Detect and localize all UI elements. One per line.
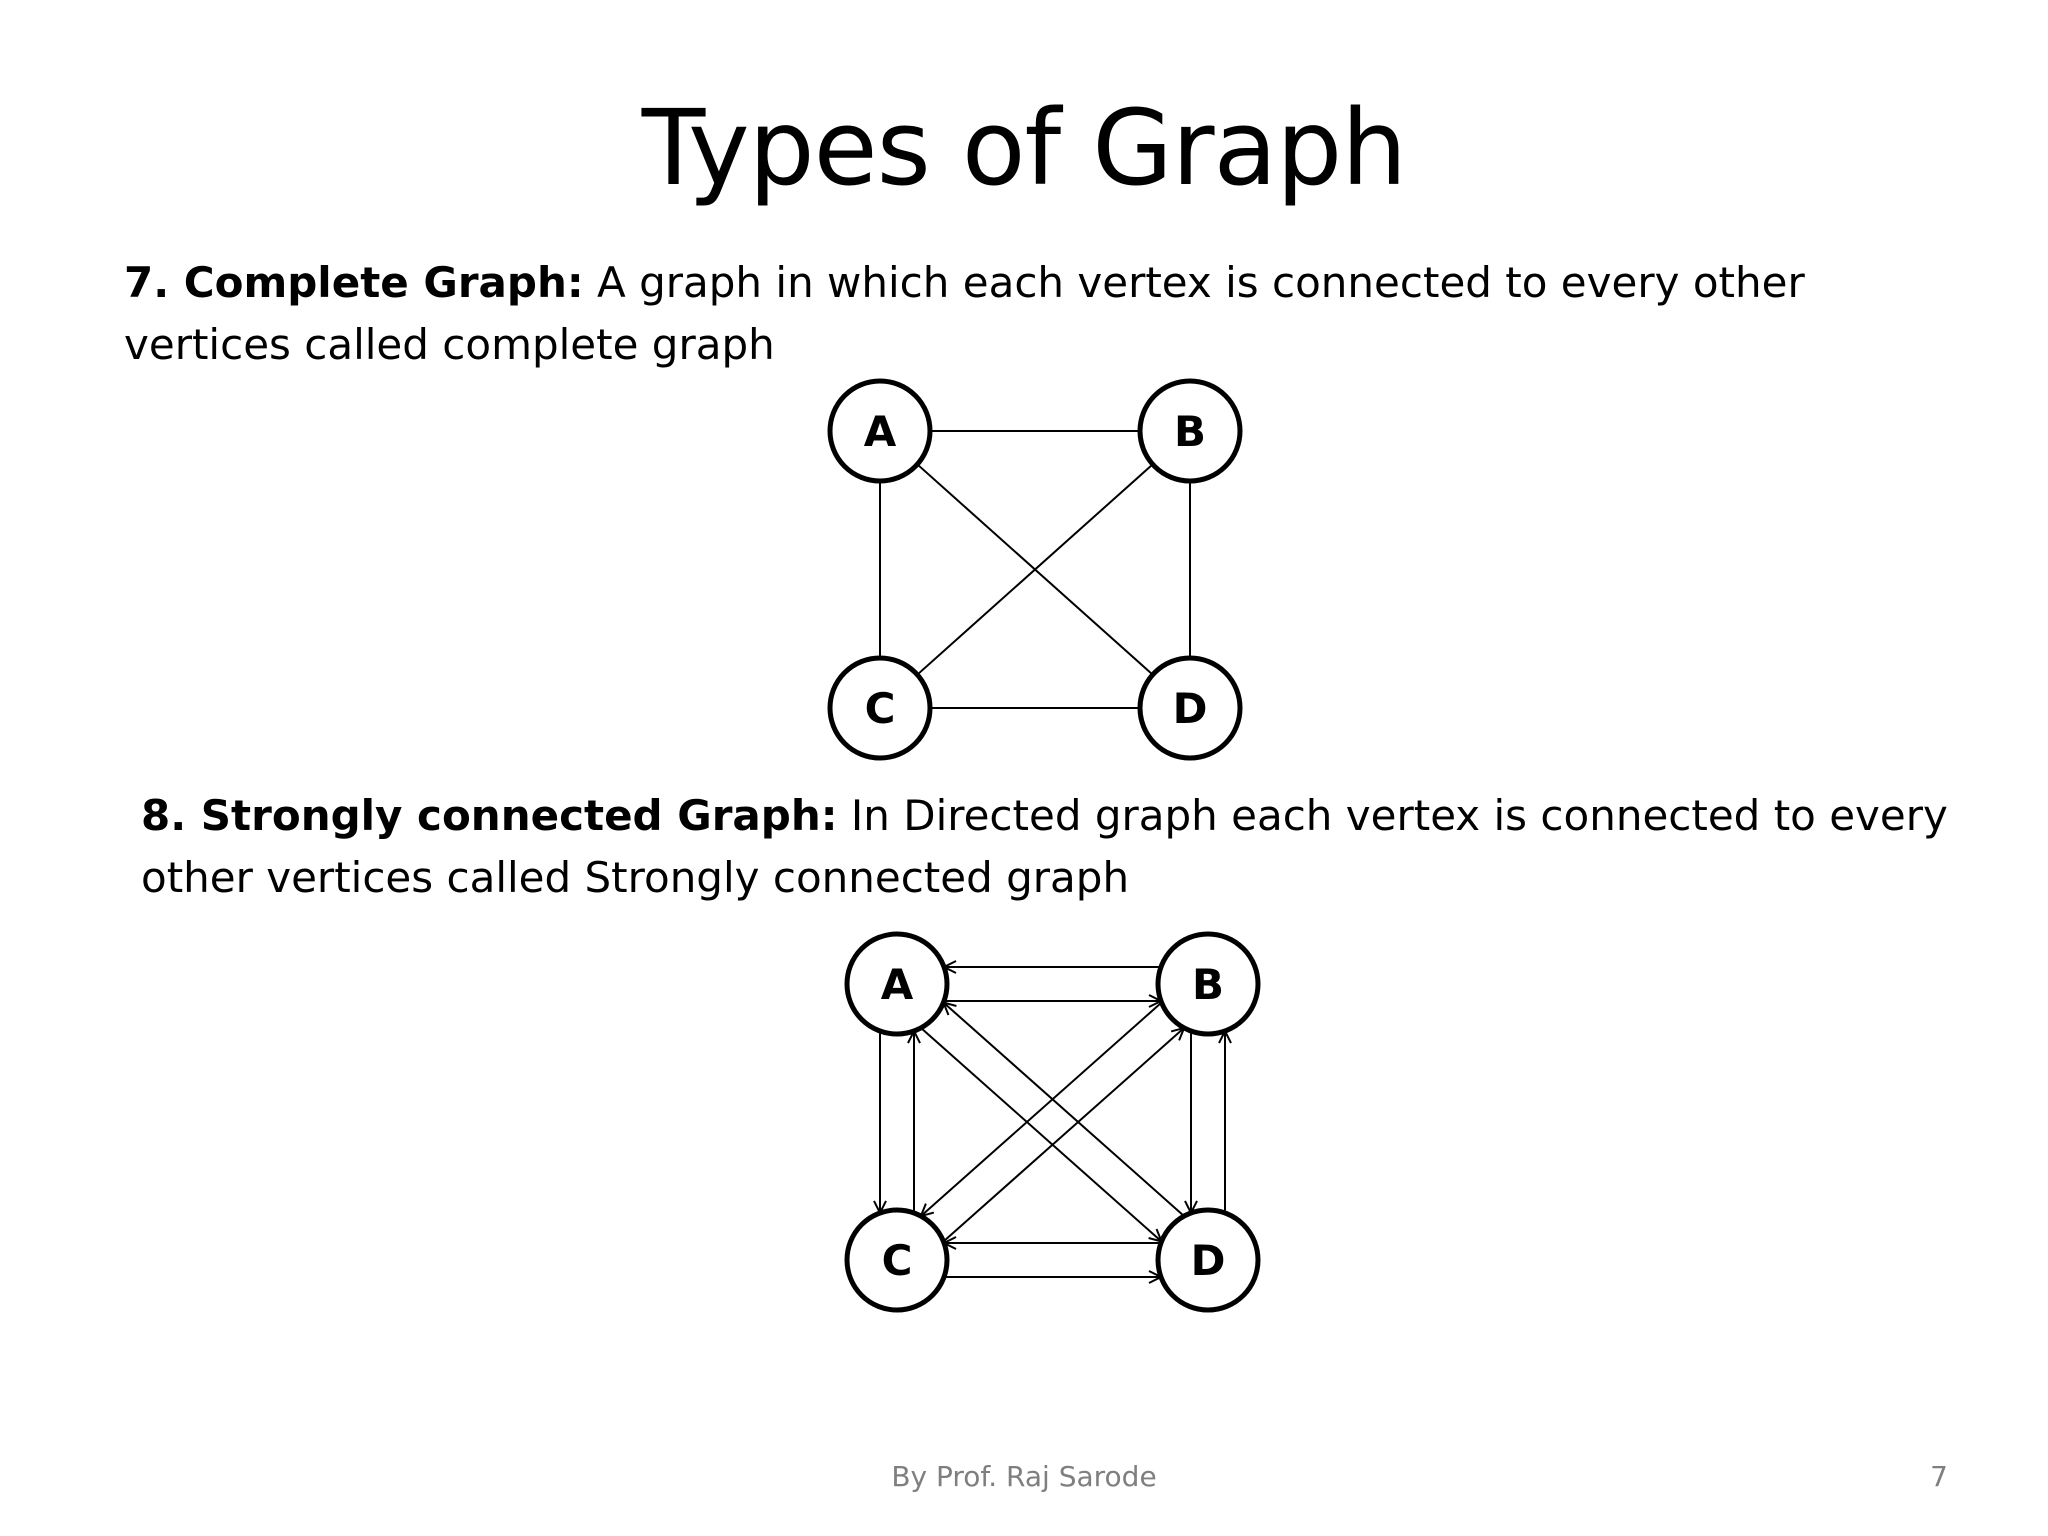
complete-node-label-d: D <box>1173 684 1208 733</box>
complete-node-label-b: B <box>1174 407 1206 456</box>
directed-arc-c-to-b <box>942 1028 1184 1243</box>
strong-node-a <box>844 931 950 1037</box>
strongly-connected-description: In Directed graph each vertex is connect… <box>141 791 1948 902</box>
page-number: 7 <box>1930 1460 1948 1493</box>
strong-node-label-d: D <box>1191 1236 1226 1285</box>
complete-node-label-c: C <box>865 684 896 733</box>
complete-node-a <box>827 378 933 484</box>
complete-node-c <box>827 655 933 761</box>
complete-graph-heading: 7. Complete Graph: <box>124 258 584 307</box>
complete-edge-b-c <box>916 463 1154 676</box>
complete-node-label-a: A <box>864 407 897 456</box>
strongly-connected-heading: 8. Strongly connected Graph: <box>141 791 838 840</box>
strong-node-label-c: C <box>882 1236 913 1285</box>
strong-node-label-b: B <box>1192 960 1224 1009</box>
strong-node-d <box>1155 1207 1261 1313</box>
strong-node-c <box>844 1207 950 1313</box>
footer-author: By Prof. Raj Sarode <box>891 1460 1157 1493</box>
complete-node-b <box>1137 378 1243 484</box>
directed-arc-b-to-c <box>921 1001 1163 1216</box>
strong-node-b <box>1155 931 1261 1037</box>
directed-arc-d-to-a <box>943 1002 1185 1217</box>
strong-node-label-a: A <box>881 960 914 1009</box>
complete-graph-definition: 7. Complete Graph: A graph in which each… <box>124 252 1984 376</box>
complete-node-d <box>1137 655 1243 761</box>
strongly-connected-definition: 8. Strongly connected Graph: In Directed… <box>141 785 1961 909</box>
slide-title: Types of Graph <box>641 87 1407 209</box>
complete-graph-description: A graph in which each vertex is connecte… <box>124 258 1805 369</box>
directed-arc-a-to-d <box>920 1027 1162 1242</box>
